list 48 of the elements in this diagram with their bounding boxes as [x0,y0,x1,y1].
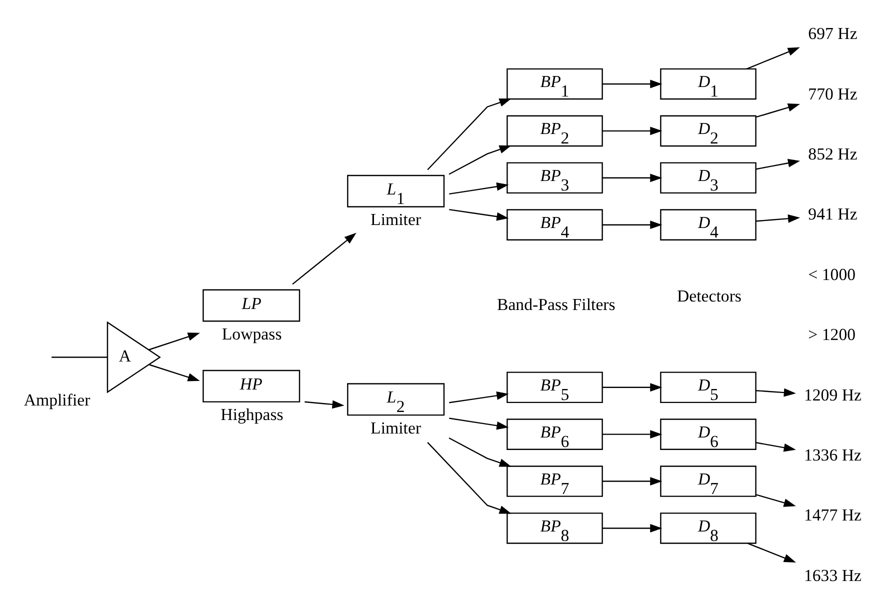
node-box: HP [202,370,300,402]
node-text: 1477 Hz [804,506,862,525]
arrow [427,98,512,170]
node-label: Amplifier [24,390,90,410]
node-label: Lowpass [222,324,282,344]
arrow [746,47,800,70]
arrow [756,158,800,170]
arrow [756,388,796,397]
arrow [427,442,512,514]
arrow [602,477,662,486]
node-label: Limiter [370,210,422,230]
arrow [602,80,662,88]
arrow [292,232,356,285]
arrow [756,442,796,452]
arrow [602,220,662,230]
node-label: Highpass [220,405,284,424]
arrow [304,400,344,409]
arrow [602,383,662,392]
arrow [602,430,662,439]
arrow [448,437,512,467]
node-text: 770 Hz [808,84,858,104]
label: Detectors [676,286,742,306]
arrow [756,214,800,223]
arrow [602,524,662,532]
node-text: 697 Hz [808,24,858,44]
node-text: 852 Hz [808,144,858,164]
arrow [756,103,800,118]
arrow [449,418,509,430]
arrow [449,182,509,195]
arrow [756,494,796,507]
node-text: 1633 Hz [804,566,862,585]
label: > 1200 [808,325,856,344]
node-text: 1336 Hz [804,445,862,464]
connector [52,356,108,358]
arrow [448,145,512,175]
label: Band-Pass Filters [496,294,616,314]
node-label: Limiter [370,418,422,438]
arrow [449,392,509,404]
arrow [449,208,509,221]
node-text: 941 Hz [808,204,858,224]
arrow [602,174,662,182]
arrow [148,332,200,350]
node-text: 1209 Hz [804,385,862,404]
node-box: LP [202,289,300,322]
arrow [602,126,662,136]
arrow [149,364,200,382]
label: < 1000 [808,264,856,284]
arrow [747,542,796,562]
